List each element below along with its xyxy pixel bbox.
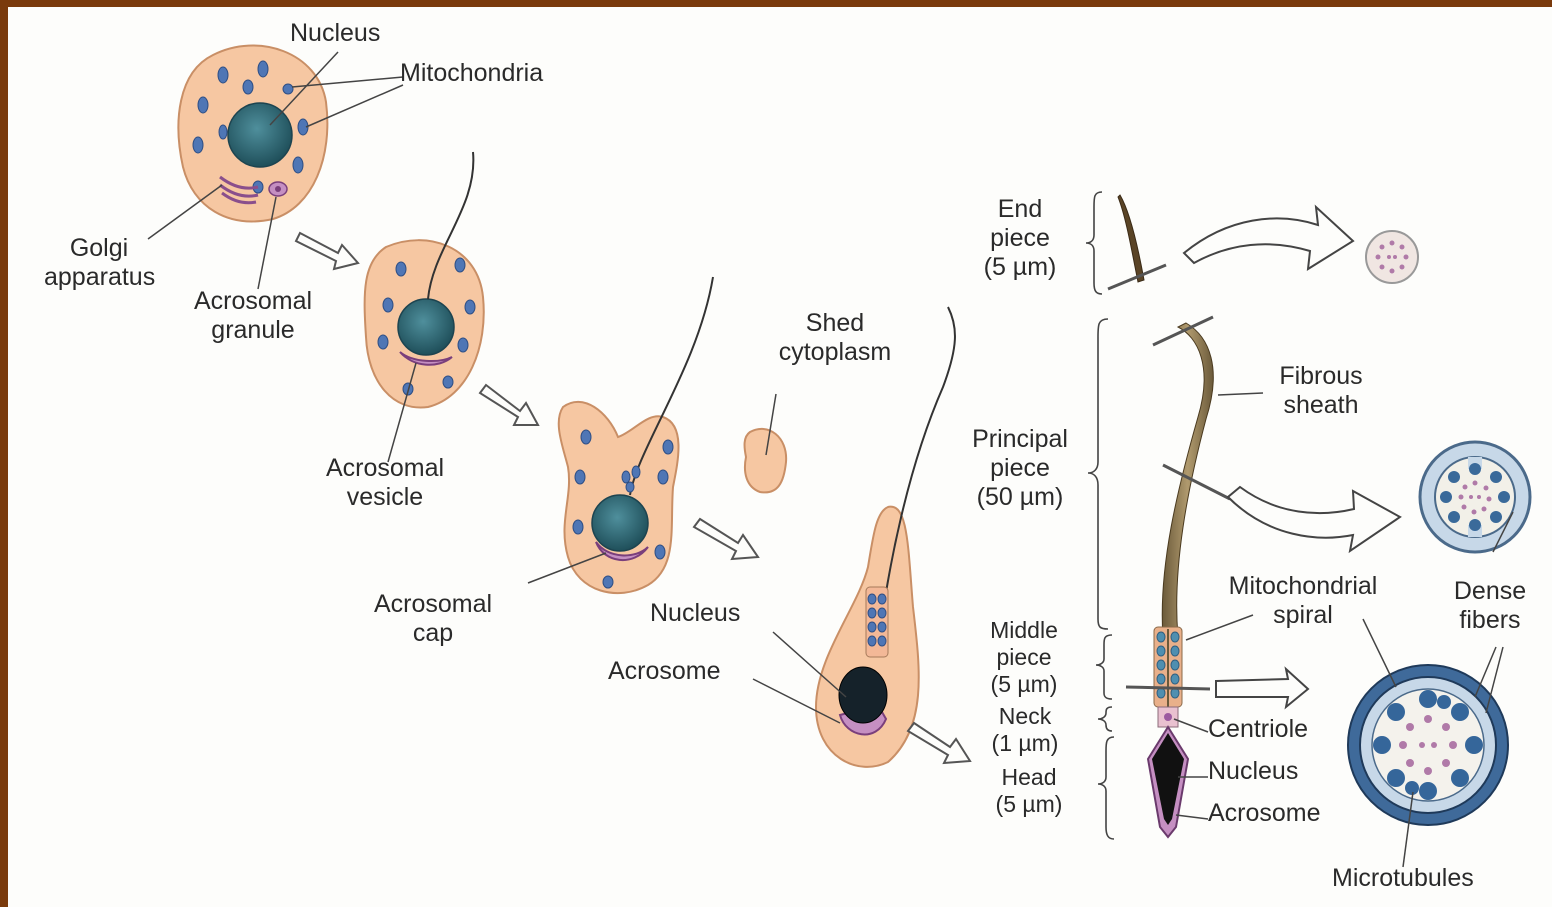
label-neck: Neck (1 µm) xyxy=(980,703,1070,757)
label-acrosomal-granule-line2: granule xyxy=(178,316,328,345)
cell-2-nucleus xyxy=(398,299,454,355)
bracket-middle xyxy=(1096,635,1112,699)
cell-4-spermatid xyxy=(816,307,955,767)
diagram-frame: Nucleus Mitochondria Golgi apparatus Acr… xyxy=(8,7,1552,907)
label-microtubules: Microtubules xyxy=(1332,864,1474,893)
label-fibrous-sheath: Fibrous sheath xyxy=(1256,362,1386,420)
label-head-line2: (5 µm) xyxy=(984,791,1074,818)
bracket-head xyxy=(1098,737,1114,839)
bracket-end-piece xyxy=(1086,192,1102,294)
label-acrosomal-granule-line1: Acrosomal xyxy=(178,287,328,316)
bracket-principal xyxy=(1088,319,1108,629)
arrow-principal-section xyxy=(1228,487,1400,551)
label-acrosomal-cap-line1: Acrosomal xyxy=(358,590,508,619)
bracket-neck xyxy=(1098,707,1112,731)
label-acrosomal-vesicle-line2: vesicle xyxy=(310,483,460,512)
arrow-1 xyxy=(296,233,358,269)
label-nucleus-1: Nucleus xyxy=(290,19,380,48)
section-arrows xyxy=(1184,207,1400,707)
label-mito-spiral-line1: Mitochondrial xyxy=(1204,572,1402,601)
label-nucleus-2: Nucleus xyxy=(650,599,740,628)
label-neck-line1: Neck xyxy=(980,703,1070,730)
end-piece xyxy=(1118,195,1144,282)
label-end-piece-line1: End xyxy=(970,195,1070,224)
label-golgi-line2: apparatus xyxy=(44,263,154,292)
centriole xyxy=(1164,713,1172,721)
arrow-2 xyxy=(480,385,538,425)
cell-1-spermatid xyxy=(178,46,327,222)
label-fibrous-line2: sheath xyxy=(1256,391,1386,420)
arrow-end-section xyxy=(1184,207,1353,269)
label-middle-line2: piece xyxy=(974,644,1074,671)
label-shed-line1: Shed xyxy=(760,309,910,338)
cell-3-nucleus xyxy=(592,495,648,551)
label-principal-line2: piece xyxy=(956,454,1084,483)
label-neck-line2: (1 µm) xyxy=(980,730,1070,757)
label-acrosomal-cap: Acrosomal cap xyxy=(358,590,508,648)
label-acrosome-1: Acrosome xyxy=(608,657,721,686)
label-end-piece: End piece (5 µm) xyxy=(970,195,1070,282)
cell-2-spermatid xyxy=(365,152,484,408)
arrow-middle-section xyxy=(1216,669,1308,707)
arrow-3 xyxy=(694,519,758,559)
label-mitochondria: Mitochondria xyxy=(400,59,543,88)
label-acrosomal-cap-line2: cap xyxy=(358,619,508,648)
arrow-4 xyxy=(908,723,970,763)
label-principal-line3: (50 µm) xyxy=(956,483,1084,512)
label-fibrous-line1: Fibrous xyxy=(1256,362,1386,391)
label-head: Head (5 µm) xyxy=(984,764,1074,818)
label-shed-cytoplasm: Shed cytoplasm xyxy=(760,309,910,367)
label-principal-line1: Principal xyxy=(956,425,1084,454)
label-mito-spiral-line2: spiral xyxy=(1204,601,1402,630)
cross-section-end-piece xyxy=(1366,231,1418,283)
label-acrosomal-granule: Acrosomal granule xyxy=(178,287,328,345)
cross-section-principal-piece xyxy=(1420,442,1530,552)
label-principal-piece: Principal piece (50 µm) xyxy=(956,425,1084,512)
label-end-piece-line2: piece xyxy=(970,224,1070,253)
label-centriole: Centriole xyxy=(1208,715,1308,744)
cell-4-nucleus xyxy=(839,667,887,723)
label-golgi-line1: Golgi xyxy=(44,234,154,263)
label-acrosome-2: Acrosome xyxy=(1208,799,1321,828)
label-golgi-apparatus: Golgi apparatus xyxy=(44,234,154,292)
label-acrosomal-vesicle: Acrosomal vesicle xyxy=(310,454,460,512)
cross-section-middle-piece xyxy=(1348,665,1508,825)
label-dense-fibers: Dense fibers xyxy=(1440,577,1540,635)
label-mitochondrial-spiral: Mitochondrial spiral xyxy=(1204,572,1402,630)
label-dense-line2: fibers xyxy=(1440,606,1540,635)
cell-3-spermatid xyxy=(559,277,713,593)
shed-cytoplasm-blob xyxy=(745,429,787,493)
label-dense-line1: Dense xyxy=(1440,577,1540,606)
label-shed-line2: cytoplasm xyxy=(760,338,910,367)
label-head-line1: Head xyxy=(984,764,1074,791)
label-nucleus-3: Nucleus xyxy=(1208,757,1298,786)
spermiogenesis-diagram xyxy=(8,7,1552,907)
label-middle-line3: (5 µm) xyxy=(974,671,1074,698)
label-middle-line1: Middle xyxy=(974,617,1074,644)
label-acrosomal-vesicle-line1: Acrosomal xyxy=(310,454,460,483)
label-end-piece-line3: (5 µm) xyxy=(970,253,1070,282)
label-middle-piece: Middle piece (5 µm) xyxy=(974,617,1074,698)
